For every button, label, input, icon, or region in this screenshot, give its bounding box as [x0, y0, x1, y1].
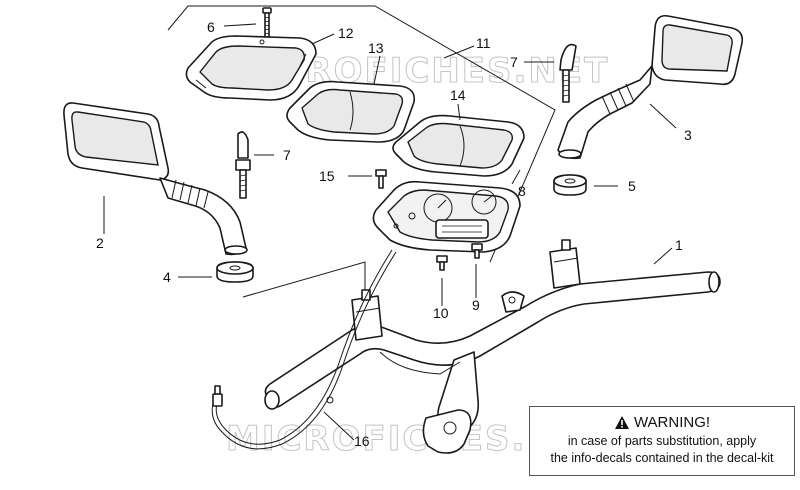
washer-5: [553, 174, 587, 196]
warning-triangle-icon: [614, 415, 630, 436]
instrument-gasket: [286, 80, 416, 143]
left-mirror: [63, 102, 248, 256]
instrument-cluster: [372, 180, 521, 253]
screw-9: [471, 243, 483, 259]
callout-3: 3: [684, 127, 692, 143]
callout-9: 9: [472, 297, 480, 313]
callout-5: 5: [628, 178, 636, 194]
callout-8: 8: [518, 183, 526, 199]
speedometer-cable: [211, 249, 397, 450]
handlebar: [264, 239, 721, 454]
warning-title-row: WARNING!: [530, 413, 794, 433]
warning-text-line-1: in case of parts substitution, apply: [567, 434, 757, 448]
screw-10: [436, 255, 448, 271]
callout-10: 10: [433, 305, 449, 321]
callout-11: 11: [476, 35, 491, 51]
callout-12: 12: [338, 25, 354, 41]
screw-15: [375, 169, 387, 189]
bezel-frame: [185, 35, 317, 101]
callout-6: 6: [207, 19, 215, 35]
callout-13: 13: [368, 40, 384, 56]
callout-16: 16: [354, 433, 370, 449]
screw-7-right: [559, 43, 577, 103]
screw-6: [262, 7, 272, 38]
warning-box: WARNING! in case of parts substitution, …: [529, 406, 795, 476]
callout-14: 14: [450, 87, 466, 103]
callout-2: 2: [96, 235, 104, 251]
washer-4: [216, 261, 254, 283]
right-mirror: [557, 14, 744, 160]
screw-7-left: [235, 131, 251, 199]
callout-4: 4: [163, 269, 171, 285]
mounting-reference-line: [242, 261, 366, 298]
assembly-boundary-line: [167, 5, 556, 263]
callout-7-left: 7: [283, 147, 291, 163]
callout-15: 15: [319, 168, 335, 184]
warning-text-line-2: the info-decals contained in the decal-k…: [550, 451, 774, 465]
callout-1: 1: [675, 237, 683, 253]
instrument-lens: [392, 114, 525, 177]
warning-title: WARNING!: [633, 414, 711, 431]
callout-7-right: 7: [510, 54, 518, 70]
leader-lines: [103, 23, 677, 441]
